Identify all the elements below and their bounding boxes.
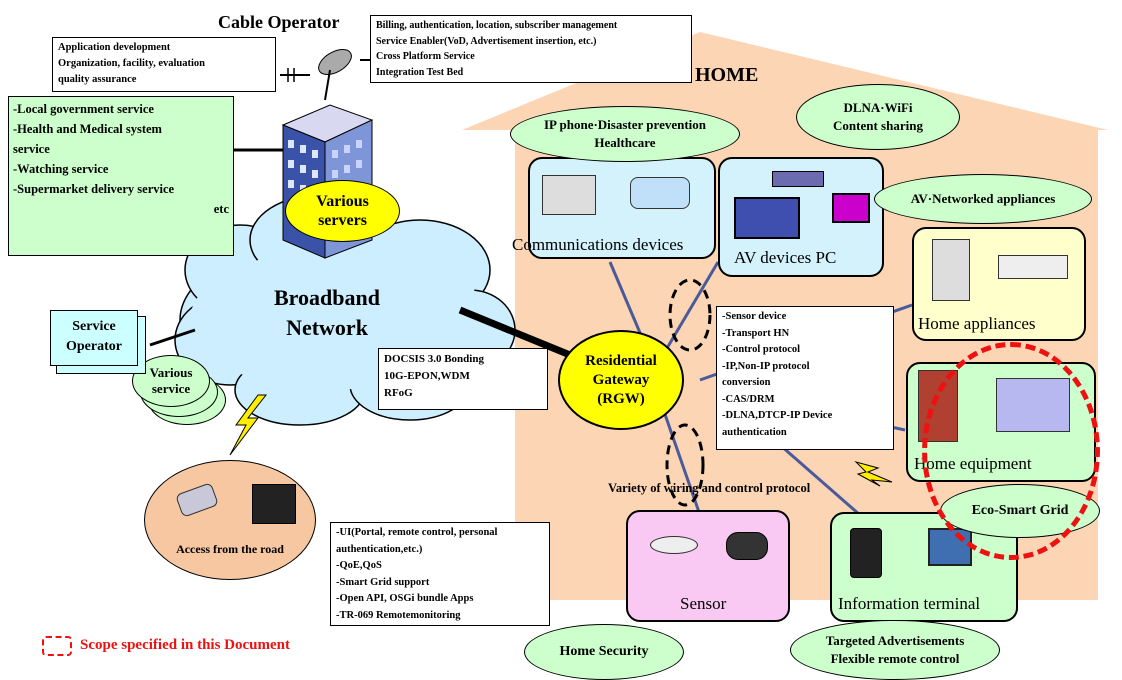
laptop-icon <box>252 484 296 524</box>
printer-icon <box>542 175 596 215</box>
scope-dashed-black-lower <box>665 423 705 507</box>
pc-monitor-icon <box>832 193 870 223</box>
legend-label: Scope specified in this Document <box>80 637 290 653</box>
various-service-stack: Various service <box>128 345 228 427</box>
sensor-label: Sensor <box>680 594 727 613</box>
various-servers-ellipse: Various servers <box>285 180 400 242</box>
sensor-box <box>626 510 790 622</box>
lightning-icon-home <box>854 461 893 487</box>
scope-dashed-red-ellipse <box>922 342 1100 560</box>
home-security-bubble: Home Security <box>524 624 684 680</box>
service-operator-monitor: Service Operator <box>48 308 148 378</box>
cable-operator-title: Cable Operator <box>218 12 340 32</box>
recorder-icon <box>772 171 824 187</box>
targeted-ads-bubble: Targeted Advertisements Flexible remote … <box>790 620 1000 680</box>
tablet-icon <box>928 528 972 566</box>
legend-dashed-box <box>42 636 72 656</box>
av-devices-box <box>718 157 884 277</box>
air-conditioner-icon <box>998 255 1068 279</box>
link-cloud-operator <box>149 328 196 347</box>
cable-operator-services-box: Billing, authentication, location, subsc… <box>370 15 692 83</box>
av-devices-label: AV devices PC <box>734 248 837 267</box>
camera-icon <box>726 532 768 560</box>
ip-phone-bubble: IP phone·Disaster prevention Healthcare <box>510 106 740 162</box>
smartphone-icon <box>850 528 882 578</box>
service-operator-label: Service Operator <box>50 310 138 366</box>
tv-icon <box>734 197 800 239</box>
docsis-box: DOCSIS 3.0 Bonding 10G-EPON,WDM RFoG <box>378 348 548 410</box>
public-services-box: -Local government service -Health and Me… <box>8 96 234 256</box>
home-appliances-label: Home appliances <box>918 314 1036 333</box>
refrigerator-icon <box>932 239 970 301</box>
information-terminal-label: Information terminal <box>838 594 981 613</box>
cable-operator-dev-box: Application development Organization, fa… <box>52 37 276 92</box>
dlna-bubble: DLNA·WiFi Content sharing <box>796 84 960 150</box>
residential-gateway: Residential Gateway (RGW) <box>558 330 684 430</box>
home-appliances-box <box>912 227 1086 341</box>
various-service-ellipse: Various service <box>132 355 210 407</box>
av-networked-bubble: AV·Networked appliances <box>874 174 1092 224</box>
smoke-detector-icon <box>650 536 698 554</box>
broadband-network-label: Broadband Network <box>274 285 380 340</box>
link-network-rgw <box>458 306 572 359</box>
rgw-functions-box: -Sensor device -Transport HN -Control pr… <box>716 306 894 450</box>
lightning-icon-road <box>229 394 268 456</box>
communications-devices-label: Communications devices <box>512 235 684 254</box>
scope-dashed-black <box>668 278 712 352</box>
wiring-protocol-label: Variety of wiring and control protocol <box>608 481 811 495</box>
telephone-icon <box>630 177 690 209</box>
satellite-dish-icon <box>280 49 352 101</box>
communications-devices-box <box>528 157 716 259</box>
home-title: HOME <box>695 64 759 86</box>
ui-features-box: -UI(Portal, remote control, personal aut… <box>330 522 550 626</box>
